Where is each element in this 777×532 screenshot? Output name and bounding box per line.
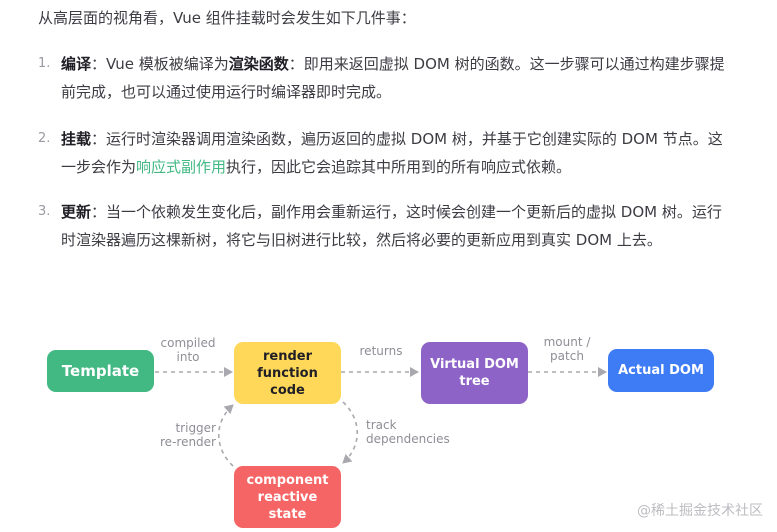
template-node: Template [47, 350, 154, 392]
edge-label-line: re-render [160, 435, 216, 449]
watermark: @稀土掘金技术社区 [637, 503, 763, 519]
component-label-line: component [246, 472, 329, 488]
step-text: 执行，因此它会追踪其中所用到的所有响应式依赖。 [226, 158, 572, 176]
arrow-track [342, 401, 358, 464]
edge-label-line: patch [550, 349, 584, 363]
step-text: ：当一个依赖发生变化后，副作用会重新运行，这时候会创建一个更新后的虚拟 DOM … [61, 203, 722, 249]
edge-label-mount-patch: mount / patch [536, 335, 598, 363]
step-number: 2. [38, 131, 51, 146]
virtual-dom-node: Virtual DOM tree [421, 342, 528, 404]
component-label-line: state [268, 506, 307, 522]
render-label-line: render [262, 348, 313, 364]
step-text: ：即用来返回虚拟 DOM 树的函数。这一步骤可以通过构建步骤提前完成，也可以通过… [61, 55, 725, 101]
edge-label-line: track [366, 418, 397, 432]
step-title: 挂载 [61, 130, 92, 148]
arrow-trigger [218, 404, 234, 467]
step-mount: 2. 挂载：运行时渲染器调用渲染函数，遍历返回的虚拟 DOM 树，并基于它创建实… [38, 125, 738, 181]
edge-label-line: into [176, 350, 200, 364]
edge-label-compiled: compiled into [157, 336, 219, 364]
edge-label-line: dependencies [366, 432, 450, 446]
render-label-line: code [270, 382, 305, 398]
intro-paragraph: 从高层面的视角看，Vue 组件挂载时会发生如下几件事： [38, 9, 416, 27]
edge-label-trigger: trigger re-render [150, 421, 216, 449]
render-label-line: function [257, 365, 318, 381]
step-compile: 1. 编译：Vue 模板被编译为渲染函数：即用来返回虚拟 DOM 树的函数。这一… [38, 50, 738, 106]
vdom-label-line: tree [459, 374, 490, 389]
step-text: ：运行时渲染器调用渲染函数，遍历返回的虚拟 DOM 树，并基于它创建实际的 DO… [61, 130, 723, 176]
step-bold-term: 渲染函数 [228, 55, 289, 73]
reactive-effect-link[interactable]: 响应式副作用 [136, 158, 227, 176]
step-number: 1. [38, 56, 51, 71]
render-function-node: render function code [234, 342, 341, 404]
step-text: ：Vue 模板被编译为 [91, 55, 229, 73]
actual-dom-label: Actual DOM [618, 363, 704, 378]
vdom-label-line: Virtual DOM [430, 357, 519, 372]
edge-label-line: compiled [160, 336, 216, 350]
step-title: 编译 [61, 55, 92, 73]
component-label-line: reactive [257, 489, 318, 505]
step-update: 3. 更新：当一个依赖发生变化后，副作用会重新运行，这时候会创建一个更新后的虚拟… [38, 198, 738, 254]
edge-label-line: returns [359, 344, 403, 358]
step-number: 3. [38, 204, 51, 219]
edge-label-line: mount / [543, 335, 591, 349]
component-state-node: component reactive state [234, 466, 341, 528]
edge-label-line: trigger [175, 421, 216, 435]
edge-label-returns: returns [350, 344, 412, 358]
edge-label-track: track dependencies [366, 418, 450, 446]
step-title: 更新 [61, 203, 92, 221]
actual-dom-node: Actual DOM [608, 349, 714, 392]
template-label: Template [61, 362, 140, 380]
